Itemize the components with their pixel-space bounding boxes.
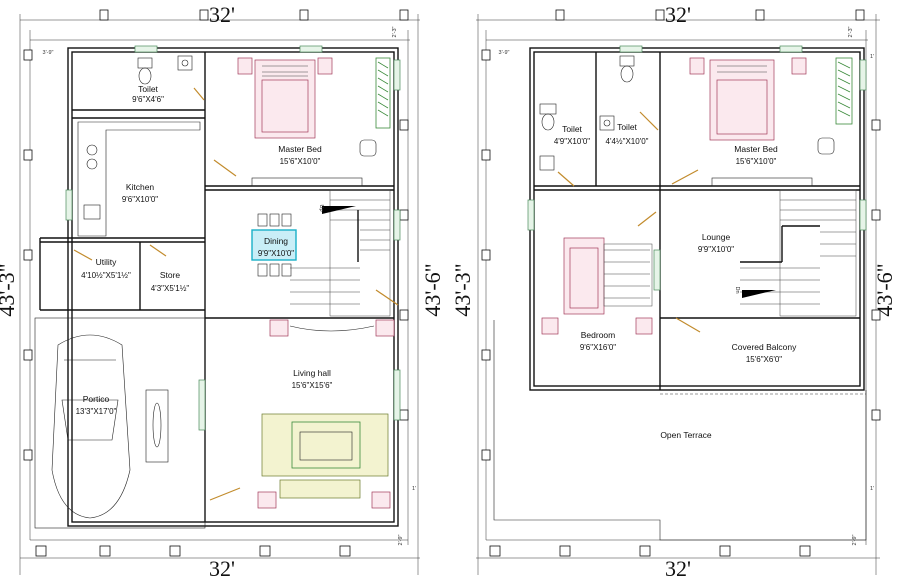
ff-master-bed-name: Master Bed	[734, 144, 778, 154]
ff-toilet-2-size: 4'4½"X10'0"	[606, 137, 649, 146]
ff-top-right-dim: 2'-3"	[848, 26, 854, 37]
ff-right-dim-2: 1'	[870, 486, 874, 492]
first-floor-plan: 32' 32' 43'-3" 43'-6" 3'-9" 2'-3" 2'-9" …	[450, 2, 897, 580]
gf-kitchen-size: 9'6"X10'0"	[122, 195, 158, 204]
ff-toilet-fixtures	[539, 55, 635, 171]
gf-dining-highlight	[251, 229, 297, 261]
gf-utility-size: 4'10½"X5'1½"	[81, 271, 131, 280]
ff-staircase	[740, 189, 857, 317]
ff-lounge-name: Lounge	[702, 232, 731, 242]
gf-left-depth-label: 43'-3"	[0, 263, 19, 316]
gf-portico-size: 13'3"X17'0"	[76, 407, 117, 416]
ff-bottom-right-dim: 2'-9"	[852, 534, 858, 545]
ff-right-depth-label: 43'-6"	[872, 263, 897, 316]
ff-left-offset-dim: 3'-9"	[499, 50, 510, 56]
gf-living-hall-name: Living hall	[293, 368, 331, 378]
gf-columns	[23, 9, 409, 557]
gf-toilet-size: 9'6"X4'6"	[132, 95, 164, 104]
ground-floor-plan: 32' 32' 43'-3" 43'-6" 3'-9" 2'-3" 2'-9" …	[0, 2, 445, 580]
gf-master-bed-furniture	[237, 57, 391, 187]
gf-top-right-dim: 2'-3"	[392, 26, 398, 37]
gf-right-dim-1: 1'	[412, 486, 416, 492]
gf-right-depth-label: 43'-6"	[420, 263, 445, 316]
ff-master-bed-size: 15'6"X10'0"	[736, 157, 777, 166]
gf-toilet-fixtures	[137, 55, 193, 85]
gf-living-hall-size: 15'6"X15'6"	[292, 381, 333, 390]
gf-kitchen-counter	[77, 121, 201, 237]
ff-toilet-2-name: Toilet	[617, 122, 637, 132]
gf-top-width-label: 32'	[209, 2, 235, 27]
ff-toilet-1-size: 4'9"X10'0"	[554, 137, 590, 146]
gf-kitchen-name: Kitchen	[126, 182, 155, 192]
ff-toilet-1-name: Toilet	[562, 124, 582, 134]
ff-bedroom-furniture	[541, 237, 653, 335]
ff-left-depth-label: 43'-3"	[450, 263, 475, 316]
ff-master-bed-furniture	[689, 57, 853, 187]
ff-covered-balcony-name: Covered Balcony	[732, 342, 797, 352]
gf-dining-table	[251, 213, 297, 277]
gf-dining-name: Dining	[264, 236, 288, 246]
ff-top-width-label: 32'	[665, 2, 691, 27]
gf-store-name: Store	[160, 270, 181, 280]
ff-covered-balcony-size: 15'6"X6'0"	[746, 355, 782, 364]
gf-dining-size: 9'9"X10'0"	[258, 249, 294, 258]
gf-doors	[73, 87, 399, 501]
gf-toilet-name: Toilet	[138, 84, 158, 94]
ff-lounge-size: 9'9"X10'0"	[698, 245, 734, 254]
gf-portico-name: Portico	[83, 394, 110, 404]
gf-outer-wall	[67, 47, 399, 527]
gf-staircase	[290, 189, 391, 317]
ff-right-dim-1: 1'	[870, 54, 874, 60]
ff-bedroom-size: 9'6"X16'0"	[580, 343, 616, 352]
ff-open-terrace-name: Open Terrace	[660, 430, 712, 440]
gf-store-size: 4'3"X5'1½"	[151, 284, 190, 293]
ff-doors	[557, 111, 701, 333]
gf-portico-car	[51, 334, 169, 519]
gf-bottom-right-dim: 2'-9"	[398, 534, 404, 545]
gf-master-bed-name: Master Bed	[278, 144, 322, 154]
gf-living-furniture	[257, 319, 395, 509]
ff-columns	[481, 9, 881, 557]
gf-left-offset-dim: 3'-9"	[43, 50, 54, 56]
gf-bottom-width-label: 32'	[209, 556, 235, 580]
ff-bottom-width-label: 32'	[665, 556, 691, 580]
gf-stair-up-label: Up	[318, 204, 324, 211]
ff-stair-down-label: Dn	[734, 286, 740, 293]
gf-utility-name: Utility	[96, 257, 118, 267]
ff-terrace-outline	[493, 320, 867, 541]
gf-master-bed-size: 15'6"X10'0"	[280, 157, 321, 166]
ff-bedroom-name: Bedroom	[581, 330, 616, 340]
